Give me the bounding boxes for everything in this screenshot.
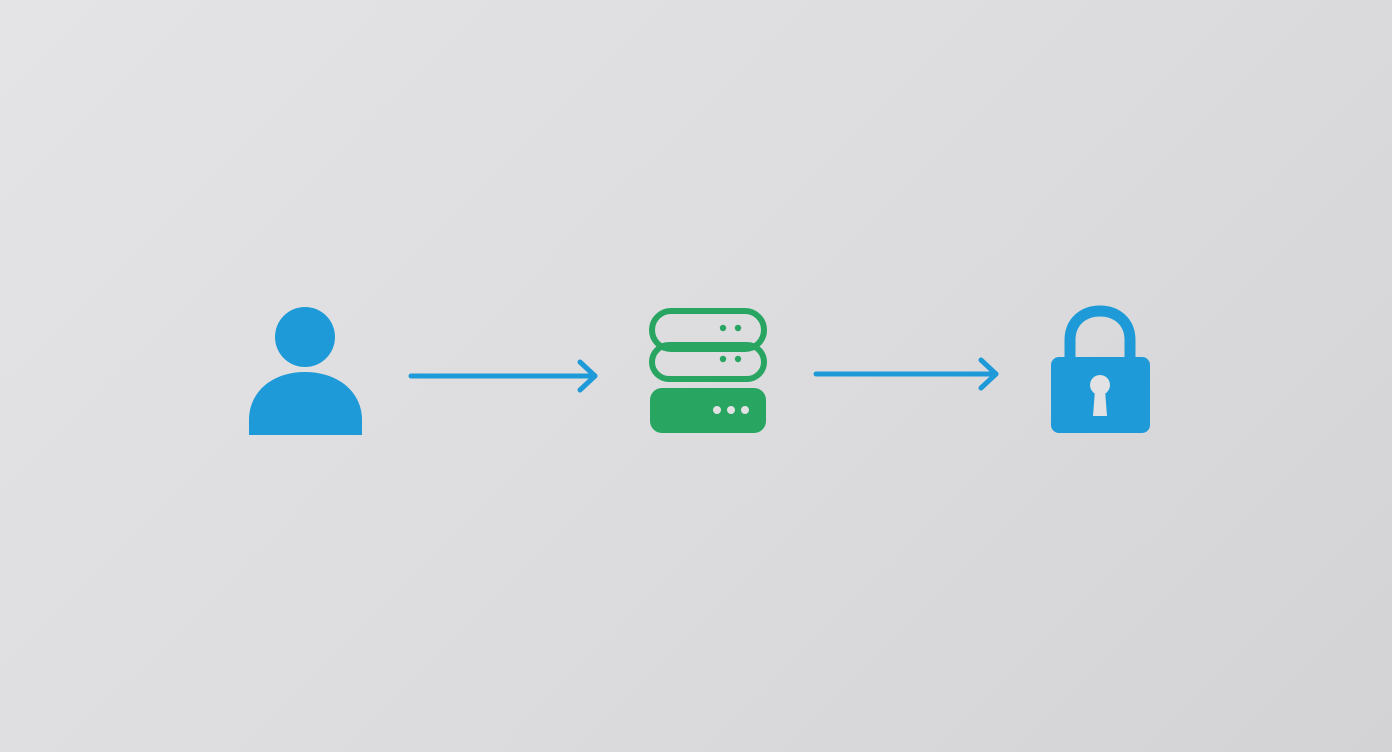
lock-icon — [1051, 305, 1150, 433]
arrow-right-icon — [408, 359, 598, 393]
server-icon — [649, 308, 767, 433]
user-icon — [249, 307, 362, 435]
arrow-right-icon — [813, 357, 999, 391]
